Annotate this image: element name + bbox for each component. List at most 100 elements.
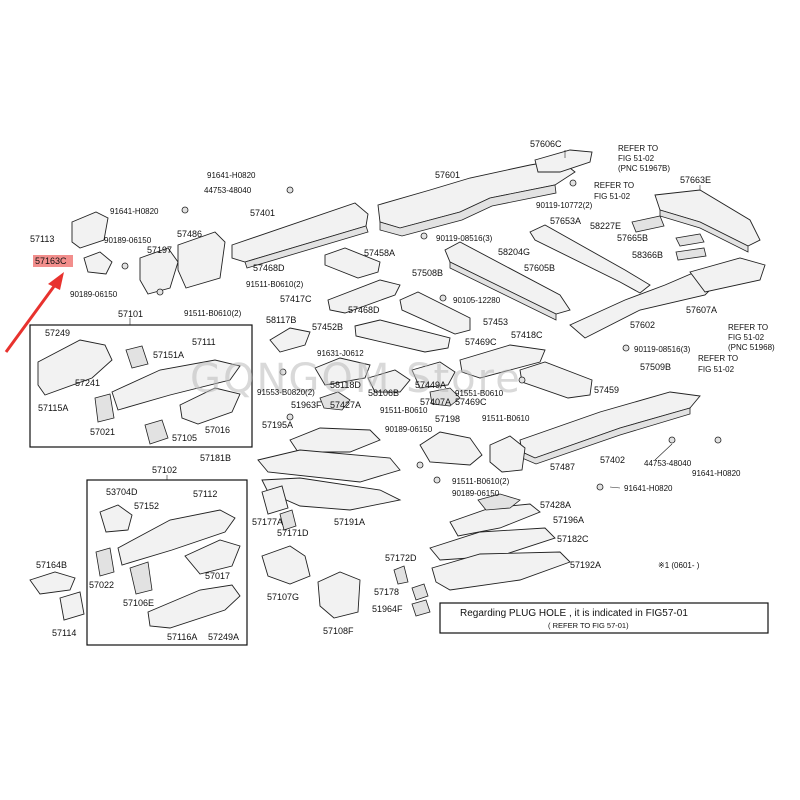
rail-57653A xyxy=(529,224,651,294)
label-57468D-b: 57468D xyxy=(348,305,380,315)
label-57486: 57486 xyxy=(177,229,202,239)
label-57191A: 57191A xyxy=(334,517,365,527)
label-57016: 57016 xyxy=(205,425,230,435)
label-90119-08516-b: 90119-08516(3) xyxy=(634,345,691,354)
label-91511-B0610-2-b: 91511-B0610(2) xyxy=(246,280,304,289)
plug-note-sub: ( REFER TO FIG 57-01) xyxy=(548,621,629,630)
label-91641-H0820-b: 91641-H0820 xyxy=(110,207,159,216)
part-51964F xyxy=(411,599,431,617)
bolt xyxy=(622,344,630,352)
label-57607A: 57607A xyxy=(686,305,717,315)
label-57152: 57152 xyxy=(134,501,159,511)
label-57107G: 57107G xyxy=(267,592,299,602)
part-57115A xyxy=(37,339,113,396)
label-58118D: 58118D xyxy=(330,380,361,390)
part-57107G xyxy=(261,545,311,585)
part-57428A xyxy=(477,493,521,511)
label-57458A: 57458A xyxy=(364,248,395,258)
label-57487: 57487 xyxy=(550,462,575,472)
label-57021: 57021 xyxy=(90,427,115,437)
part-58106B xyxy=(367,369,411,393)
label-57182C: 57182C xyxy=(557,534,589,544)
part-57427A xyxy=(319,391,351,411)
bolt xyxy=(569,179,577,187)
watermark: GQNGOM Store xyxy=(190,356,522,402)
label-57111: 57111 xyxy=(192,337,216,347)
label-90189-06150-c: 90189-06150 xyxy=(385,425,433,434)
label-57665B: 57665B xyxy=(617,233,648,243)
label-51963F: 51963F xyxy=(291,400,322,410)
bolt xyxy=(279,368,287,376)
part-57665B xyxy=(675,233,705,247)
part-58118D xyxy=(314,357,371,386)
label-91553-B0820: 91553-B0820(2) xyxy=(257,388,315,397)
label-57459: 57459 xyxy=(594,385,619,395)
part-labels: 57606C 57601 57663E 91641-H0820 44753-48… xyxy=(30,139,741,642)
label-57249A: 57249A xyxy=(208,632,239,642)
label-57469C-b: 57469C xyxy=(455,397,487,407)
label-58117B: 58117B xyxy=(266,315,296,325)
bolt xyxy=(121,262,129,270)
bolt xyxy=(668,436,676,444)
label-57241: 57241 xyxy=(75,378,100,388)
label-57115A: 57115A xyxy=(38,403,68,413)
label-57114: 57114 xyxy=(52,628,76,638)
label-57198: 57198 xyxy=(435,414,460,424)
label-44753-48040-b: 44753-48040 xyxy=(644,459,692,468)
part-58117B xyxy=(269,327,311,353)
part-shapes xyxy=(29,149,766,629)
label-90189-06150-b: 90189-06150 xyxy=(70,290,118,299)
refer-note-top-b: REFER TO FIG 51-02 xyxy=(594,181,634,201)
label-53704D: 53704D xyxy=(106,487,138,497)
part-57111 xyxy=(111,359,241,411)
label-51964F: 51964F xyxy=(372,604,403,614)
label-57105: 57105 xyxy=(172,433,197,443)
refer-line: REFER TO xyxy=(698,354,738,363)
label-57509B: 57509B xyxy=(640,362,671,372)
refer-note-right-a: REFER TO FIG 51-02 (PNC 51968) xyxy=(728,323,775,352)
label-57112: 57112 xyxy=(193,489,217,499)
refer-line: FIG 51-02 xyxy=(698,365,735,374)
refer-line: FIG 51-02 xyxy=(618,154,655,163)
label-91631-J0612: 91631-J0612 xyxy=(317,349,364,358)
part-57417C xyxy=(327,279,401,314)
part-57112 xyxy=(117,509,236,566)
refer-note-top-a: REFER TO FIG 51-02 (PNC 51967B) xyxy=(618,144,670,173)
label-57163C: 57163C xyxy=(35,256,67,266)
label-90119-08516-a: 90119-08516(3) xyxy=(436,234,493,243)
label-57605B: 57605B xyxy=(524,263,555,273)
label-57164B: 57164B xyxy=(36,560,67,570)
bolt xyxy=(518,376,526,384)
label-57178: 57178 xyxy=(374,587,399,597)
part-57195A xyxy=(289,427,381,453)
red-arrow xyxy=(4,272,64,353)
leader-lines xyxy=(129,150,701,489)
label-57402: 57402 xyxy=(600,455,625,465)
part-57181B xyxy=(257,449,401,483)
part-57407A xyxy=(429,387,461,407)
label-91551-B0610: 91551-B0610 xyxy=(455,389,504,398)
refer-note-right-b: REFER TO FIG 51-02 xyxy=(698,354,738,374)
part-57114 xyxy=(59,591,85,621)
label-57602: 57602 xyxy=(630,320,655,330)
label-58227E: 58227E xyxy=(590,221,621,231)
bolt xyxy=(439,294,447,302)
part-57177A xyxy=(261,485,289,515)
label-57401: 57401 xyxy=(250,208,275,218)
label-91511-B0610-2-c: 91511-B0610(2) xyxy=(452,477,510,486)
label-91641-H0820-c: 91641-H0820 xyxy=(692,469,741,478)
bolt xyxy=(286,186,294,194)
fasteners xyxy=(121,179,722,491)
part-57116A xyxy=(147,584,241,629)
part-57418C xyxy=(459,344,546,379)
label-90189-06150-a: 90189-06150 xyxy=(104,236,152,245)
label-group-57102: 57102 xyxy=(152,465,177,475)
label-57113: 57113 xyxy=(30,234,54,244)
label-57177A: 57177A xyxy=(252,517,283,527)
part-57197 xyxy=(139,247,179,295)
label-90105-12280: 90105-12280 xyxy=(453,296,501,305)
refer-line: REFER TO xyxy=(594,181,634,190)
part-57105 xyxy=(144,419,169,445)
part-57192A xyxy=(431,551,571,591)
rail-57607A xyxy=(689,257,766,293)
